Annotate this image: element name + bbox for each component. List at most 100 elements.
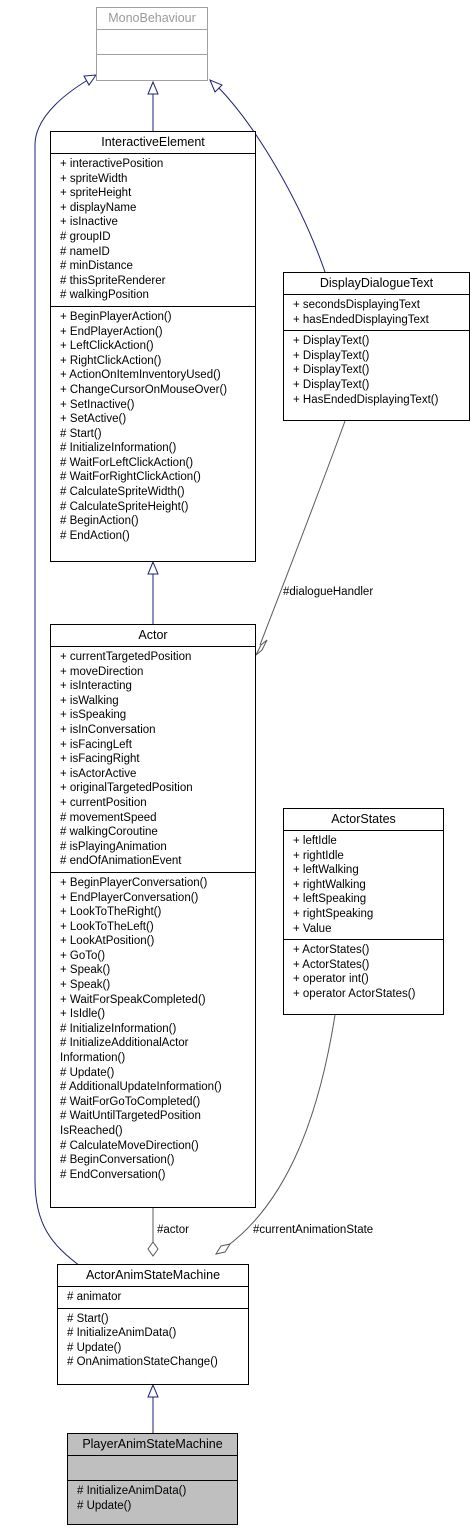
method: # BeginAction() — [60, 515, 139, 528]
attribute: + isInactive — [60, 216, 118, 229]
method: # Update() — [77, 1499, 132, 1512]
class-name: InteractiveElement — [51, 132, 255, 154]
attribute: + isActorActive — [60, 767, 137, 780]
arrowhead-animsm-mono — [83, 74, 98, 86]
class-name: DisplayDialogueText — [284, 273, 469, 295]
method: # BeginConversation() — [60, 1154, 175, 1167]
attr-section: # animator — [58, 1287, 248, 1309]
attribute: + spriteWidth — [60, 172, 128, 185]
attribute: + secondsDisplayingText — [293, 299, 420, 311]
class-actor: Actor+ currentTargetedPosition+ moveDire… — [50, 624, 256, 1208]
attribute: + originalTargetedPosition — [60, 782, 193, 795]
attribute: # isPlayingAnimation — [60, 840, 167, 853]
method: + Speak() — [60, 964, 111, 977]
method: + Speak() — [60, 979, 111, 992]
attribute: # walkingCoroutine — [60, 826, 158, 839]
diamond-dialogue-handler — [255, 639, 268, 656]
method: # InitializeInformation() — [60, 1022, 177, 1035]
class-actorstates: ActorStates+ leftIdle+ rightIdle+ leftWa… — [283, 808, 444, 1015]
method: + DisplayText() — [293, 378, 370, 391]
attribute: # animator — [67, 1291, 122, 1303]
edge-dialogue-handler — [259, 420, 346, 646]
method: # WaitForLeftClickAction() — [60, 456, 194, 469]
arrowhead-actor-interactive — [147, 560, 159, 575]
method: # CalculateMoveDirection() — [60, 1139, 199, 1152]
attribute: + isFacingLeft — [60, 738, 132, 751]
attribute: # minDistance — [60, 260, 133, 273]
class-name: ActorStates — [284, 809, 443, 831]
attr-section — [68, 1456, 237, 1481]
method: # InitializeAnimData() — [77, 1485, 187, 1497]
method: + EndPlayerAction() — [60, 325, 163, 338]
method: # EndAction() — [60, 529, 130, 542]
method-section — [97, 55, 207, 79]
attribute: + isInConversation — [60, 723, 156, 736]
method: + SetInactive() — [60, 398, 135, 411]
edge-dialogue-to-mono — [217, 86, 326, 273]
attribute: + isWalking — [60, 694, 119, 707]
attribute: + rightWalking — [293, 878, 366, 891]
edge-label-dialogue-handler: #dialogueHandler — [283, 586, 374, 598]
method: # InitializeAdditionalActor Information(… — [60, 1037, 189, 1065]
attr-section: + secondsDisplayingText + hasEndedDisplay… — [284, 295, 469, 332]
attribute: + currentTargetedPosition — [60, 651, 192, 663]
method: # AdditionalUpdateInformation() — [60, 1081, 222, 1094]
method: + ActionOnItemInventoryUsed() — [60, 369, 221, 382]
method: + BeginPlayerConversation() — [60, 876, 208, 889]
class-name: ActorAnimStateMachine — [58, 1265, 248, 1287]
method: # Update() — [60, 1066, 115, 1079]
attribute: + leftIdle — [293, 835, 337, 847]
class-displaydialoguetext: DisplayDialogueText+ secondsDisplayingTe… — [283, 272, 470, 421]
method-section: + BeginPlayerConversation() + EndPlayerCo… — [51, 873, 255, 1185]
method: + LookToTheRight() — [60, 906, 162, 919]
method-section: # Start()# InitializeAnimData()# Update(… — [58, 1309, 248, 1373]
method: # CalculateSpriteHeight() — [60, 500, 189, 513]
attribute: # thisSpriteRenderer — [60, 274, 166, 287]
edge-label-current-state: #currentAnimationState — [253, 1224, 374, 1236]
attribute: # walkingPosition — [60, 289, 149, 302]
attribute: + moveDirection — [60, 665, 144, 678]
method: + EndPlayerConversation() — [60, 891, 199, 904]
attribute: + hasEndedDisplayingText — [293, 313, 429, 326]
method: + RightClickAction() — [60, 354, 162, 367]
method-section: + ActorStates()+ ActorStates()+ operator… — [284, 940, 443, 1004]
attribute: + spriteHeight — [60, 187, 132, 200]
class-actoranimstatemachine: ActorAnimStateMachine # animator # Start()… — [57, 1264, 249, 1385]
method: + DisplayText() — [293, 335, 370, 348]
attribute: # nameID — [60, 245, 110, 258]
attribute: + rightSpeaking — [293, 907, 374, 920]
class-monobehaviour: MonoBehaviour — [96, 7, 208, 81]
class-name: MonoBehaviour — [97, 8, 207, 30]
method: + HasEndedDisplayingText() — [293, 393, 439, 406]
attribute: + leftWalking — [293, 864, 359, 877]
method: # WaitForGoToCompleted() — [60, 1095, 201, 1108]
edge-label-actor: #actor — [157, 1224, 189, 1236]
diamond-current-state — [214, 1243, 232, 1255]
class-interactiveelement: InteractiveElement + interactivePosition +… — [50, 131, 256, 562]
attribute: + interactivePosition — [60, 158, 164, 170]
method-section: # InitializeAnimData() # Update() — [68, 1481, 237, 1516]
method: + LookToTheLeft() — [60, 920, 154, 933]
method: # Start() — [67, 1312, 109, 1325]
attribute: # movementSpeed — [60, 811, 157, 824]
method: + SetActive() — [60, 413, 127, 426]
method: + ChangeCursorOnMouseOver() — [60, 383, 228, 396]
method: + WaitForSpeakCompleted() — [60, 993, 206, 1006]
method: + DisplayText() — [293, 364, 370, 377]
method: # WaitForRightClickAction() — [60, 471, 201, 484]
attr-section — [97, 30, 207, 55]
diamond-actor — [147, 1241, 159, 1257]
attribute: + leftSpeaking — [293, 893, 367, 906]
method: # WaitUntilTargetedPosition IsReached() — [60, 1110, 201, 1137]
method: + ActorStates() — [293, 958, 370, 971]
attribute: # groupID — [60, 230, 111, 243]
method: # Start() — [60, 427, 102, 440]
method-section: + DisplayText()+ DisplayText()+ DisplayT… — [284, 331, 469, 410]
method: + ActorStates() — [293, 944, 370, 957]
method: + DisplayText() — [293, 349, 370, 362]
method-section: + BeginPlayerAction()+ EndPlayerAction()… — [51, 307, 255, 547]
method: + GoTo() — [60, 949, 106, 962]
edge-animsm-to-mono — [34, 76, 94, 1267]
method: # InitializeInformation() — [60, 442, 177, 455]
